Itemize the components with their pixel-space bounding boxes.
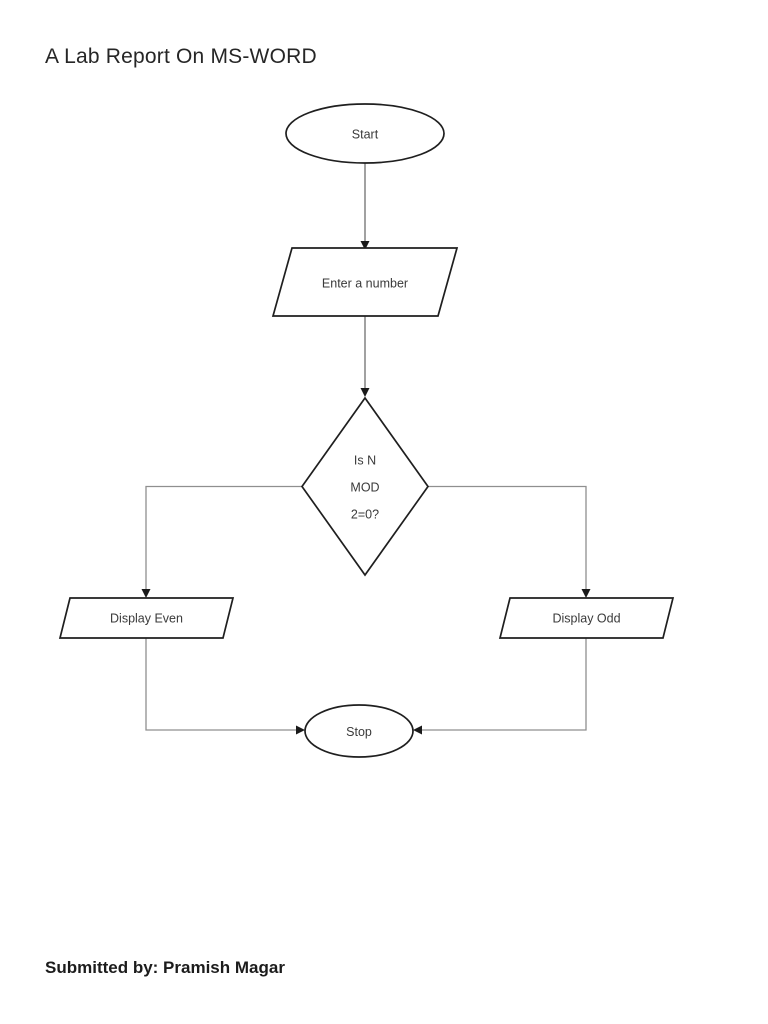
node-display-odd-label: Display Odd [552, 611, 620, 625]
node-decision-label-line3: 2=0? [351, 507, 379, 521]
submitted-by-text: Submitted by: Pramish Magar [45, 958, 285, 977]
node-input: Enter a number [271, 247, 459, 317]
edge-decision-to-display-odd [428, 485, 591, 598]
node-display-even-label: Display Even [110, 611, 183, 625]
edge-display-even-to-stop [145, 638, 305, 735]
edge-display-odd-to-stop [413, 638, 587, 735]
edge-start-to-input [360, 163, 370, 250]
arrowhead-down-icon [360, 241, 370, 250]
arrowhead-left-icon [413, 725, 422, 735]
page-title: A Lab Report On MS-WORD [45, 45, 317, 68]
edge-decision-to-display-even [141, 485, 302, 598]
node-start: Start [285, 103, 445, 164]
node-decision-label-line1: Is N [354, 453, 376, 467]
arrowhead-right-icon [296, 725, 305, 735]
arrowhead-down-icon [360, 388, 370, 397]
node-decision: Is N MOD 2=0? [300, 396, 430, 577]
node-input-label: Enter a number [322, 276, 408, 290]
node-stop: Stop [304, 704, 414, 758]
arrowhead-down-icon [581, 589, 591, 598]
node-stop-label: Stop [346, 725, 372, 739]
node-decision-label-line2: MOD [350, 480, 379, 494]
node-display-even: Display Even [58, 597, 235, 639]
node-start-label: Start [352, 127, 379, 141]
node-display-odd: Display Odd [498, 597, 675, 639]
arrowhead-down-icon [141, 589, 151, 598]
edge-input-to-decision [360, 316, 370, 397]
